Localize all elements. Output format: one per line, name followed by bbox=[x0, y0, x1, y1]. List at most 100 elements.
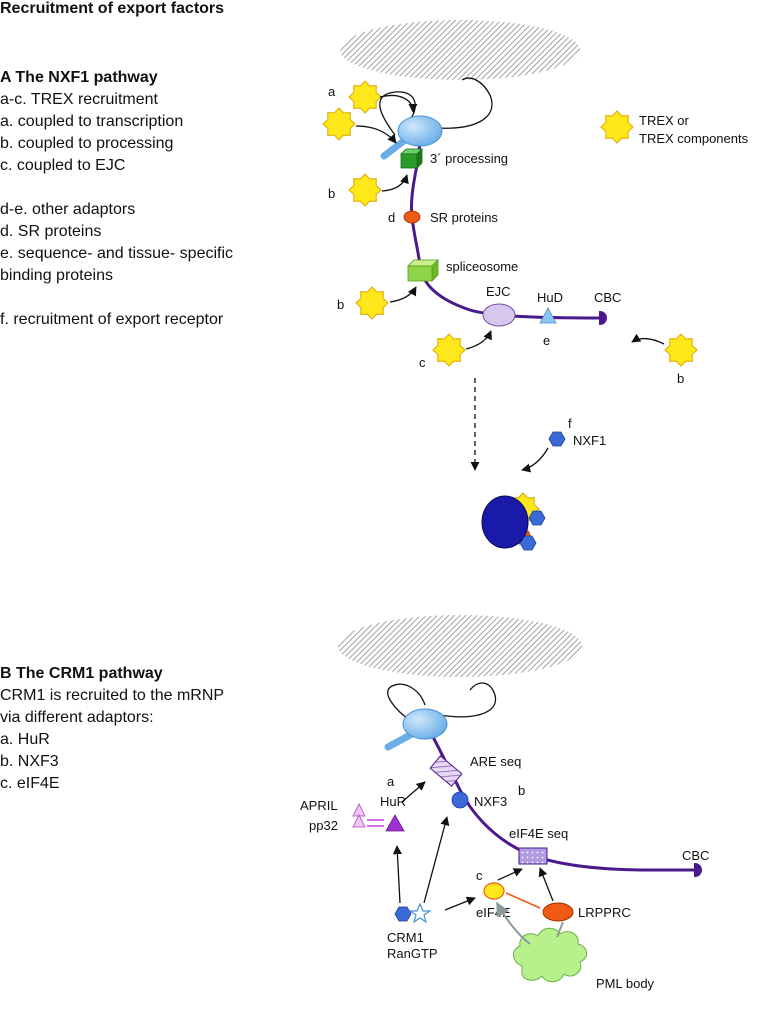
arrow-a bbox=[379, 94, 418, 113]
section-a-line: c. coupled to EJC bbox=[0, 157, 126, 174]
eif4e-seq-box bbox=[518, 847, 548, 865]
rna-polymerase-a bbox=[397, 115, 443, 147]
cbc-label-b: CBC bbox=[682, 848, 709, 863]
crm1-label: CRM1 bbox=[387, 930, 424, 945]
sr-proteins-label: SR proteins bbox=[430, 210, 498, 225]
arrow-b bbox=[381, 174, 409, 192]
cbc-cap-b bbox=[694, 862, 702, 878]
arrow-hur bbox=[401, 781, 426, 803]
hur-triangle bbox=[385, 814, 405, 832]
section-a-line: a. coupled to transcription bbox=[0, 113, 184, 130]
section-a-line: d-e. other adaptors bbox=[0, 201, 136, 218]
spliceosome-label: spliceosome bbox=[446, 259, 518, 274]
label-a-crm1: a bbox=[387, 774, 395, 789]
sr-protein bbox=[403, 210, 421, 224]
label-b2: b bbox=[337, 297, 344, 312]
label-b1: b bbox=[328, 186, 335, 201]
rangtp-label: RanGTP bbox=[387, 946, 438, 961]
pp32-triangle bbox=[352, 813, 366, 828]
label-a: a bbox=[328, 84, 336, 99]
dna-loop-b bbox=[387, 683, 426, 723]
trex-star-icon bbox=[322, 107, 356, 141]
trex-star-icon bbox=[664, 333, 698, 367]
trex-legend-star-icon bbox=[600, 110, 634, 144]
page-title: Recruitment of export factors bbox=[0, 0, 225, 17]
section-a-line: e. sequence- and tissue- specific bbox=[0, 245, 234, 262]
section-b-line: a. HuR bbox=[0, 731, 50, 748]
ejc-label: EJC bbox=[486, 284, 511, 299]
section-b-line: c. eIF4E bbox=[0, 775, 60, 792]
are-seq-label: ARE seq bbox=[470, 754, 521, 769]
cbc-cap-a bbox=[599, 310, 607, 326]
section-a-text: A The NXF1 pathway a-c. TREX recruitment… bbox=[0, 67, 330, 331]
crm1-hex-icon bbox=[394, 906, 412, 922]
polymerase-tail bbox=[380, 136, 409, 160]
pml-lrpprc-link bbox=[556, 921, 564, 938]
arrow-a bbox=[355, 125, 397, 144]
mrnp-nxf1-hex-icon bbox=[528, 510, 546, 526]
chromatin-b bbox=[338, 615, 582, 677]
chromatin-a bbox=[340, 20, 580, 80]
dna-loop-b bbox=[439, 682, 497, 718]
section-b-line: CRM1 is recruited to the mRNP bbox=[0, 687, 225, 704]
dna-loop-a bbox=[439, 77, 493, 129]
arrow-b bbox=[389, 286, 417, 303]
label-c: c bbox=[419, 355, 426, 370]
section-a-line: b. coupled to processing bbox=[0, 135, 174, 152]
nxf3-label: NXF3 bbox=[474, 794, 507, 809]
section-a-line: d. SR proteins bbox=[0, 223, 102, 240]
processing-box bbox=[400, 153, 418, 169]
label-d: d bbox=[388, 210, 395, 225]
section-b-title: B The CRM1 pathway bbox=[0, 665, 163, 682]
arrow-c bbox=[465, 330, 492, 350]
section-a-line: f. recruitment of export receptor bbox=[0, 311, 224, 328]
section-b-line: via different adaptors: bbox=[0, 709, 154, 726]
arrow-crm1-hur bbox=[392, 845, 402, 904]
arrow-eif4e-seq bbox=[497, 868, 523, 881]
are-seq-box bbox=[429, 755, 463, 787]
lrpprc-protein bbox=[542, 902, 574, 922]
ejc bbox=[482, 303, 516, 327]
arrow-b bbox=[631, 333, 665, 345]
legend-line2: TREX components bbox=[639, 131, 749, 146]
rangtp-star-icon bbox=[408, 902, 432, 924]
section-a-line: binding proteins bbox=[0, 267, 113, 284]
eif4e-seq-label: eIF4E seq bbox=[509, 826, 568, 841]
arrow-pml-eif4e bbox=[496, 901, 531, 945]
lrpprc-label: LRPPRC bbox=[578, 905, 631, 920]
label-b3: b bbox=[677, 371, 684, 386]
section-b-text: B The CRM1 pathway CRM1 is recruited to … bbox=[0, 663, 330, 795]
mrnp-core bbox=[481, 495, 529, 549]
arrow-f bbox=[521, 447, 549, 473]
trex-star-icon bbox=[355, 286, 389, 320]
section-a-title: A The NXF1 pathway bbox=[0, 69, 158, 86]
arrow-lrpprc-seq bbox=[538, 867, 554, 902]
nxf3-circle bbox=[451, 791, 469, 809]
section-b-line: b. NXF3 bbox=[0, 753, 59, 770]
pml-body-label: PML body bbox=[596, 976, 655, 991]
polymerase-tail bbox=[384, 730, 416, 751]
hur-label: HuR bbox=[380, 794, 406, 809]
trex-star-icon bbox=[348, 173, 382, 207]
arrow-crm1-nxf3 bbox=[423, 816, 450, 904]
april-label: APRIL bbox=[300, 798, 338, 813]
label-c-crm1: c bbox=[476, 868, 483, 883]
spliceosome-box bbox=[407, 265, 433, 282]
cbc-label-a: CBC bbox=[594, 290, 621, 305]
label-e: e bbox=[543, 333, 550, 348]
rna-polymerase-b bbox=[402, 708, 448, 740]
hud-label: HuD bbox=[537, 290, 563, 305]
section-a-line: a-c. TREX recruitment bbox=[0, 91, 158, 108]
label-f: f bbox=[568, 416, 572, 431]
arrow-crm1-eif4e bbox=[444, 896, 476, 911]
trex-star-icon bbox=[432, 333, 466, 367]
label-b-crm1: b bbox=[518, 783, 525, 798]
eif4e-lrpprc-bond bbox=[505, 892, 541, 909]
hud-triangle bbox=[539, 307, 557, 324]
nxf1-label: NXF1 bbox=[573, 433, 606, 448]
pp32-label: pp32 bbox=[309, 818, 338, 833]
eif4e-protein bbox=[483, 882, 505, 900]
nxf1-hex-icon bbox=[548, 431, 566, 447]
pml-body bbox=[513, 927, 587, 983]
